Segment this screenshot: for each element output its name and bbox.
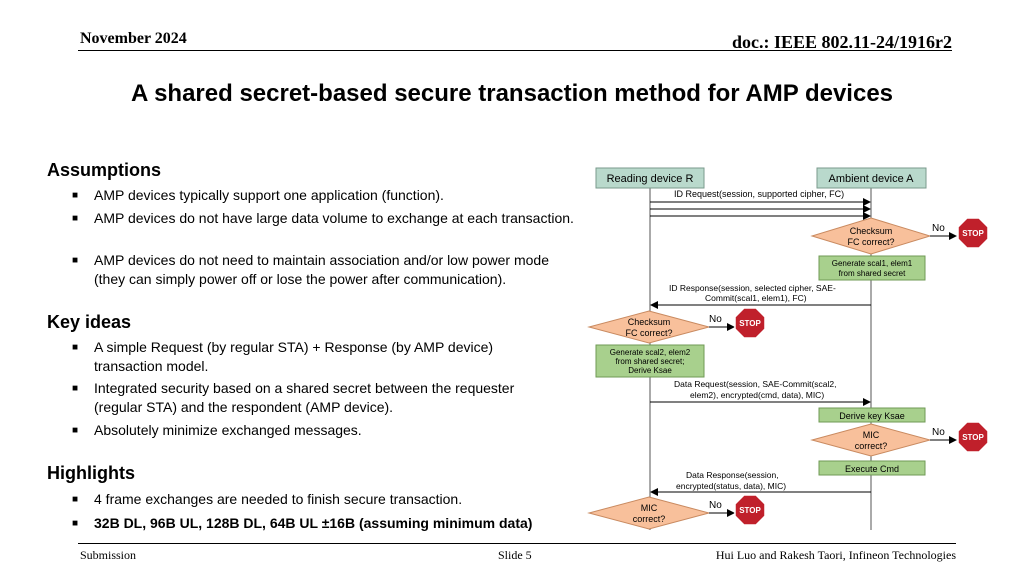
assumptions-heading: Assumptions — [47, 160, 162, 180]
data-request-label: elem2), encrypted(cmd, data), MIC) — [690, 390, 824, 400]
stop-sign-icon: STOP — [957, 217, 989, 249]
header-rule — [78, 50, 952, 51]
bullet-square-icon: ■ — [72, 342, 79, 353]
svg-text:Generate scal1, elem1: Generate scal1, elem1 — [832, 259, 913, 268]
footer-rule — [78, 543, 956, 544]
svg-text:Derive Ksae: Derive Ksae — [628, 366, 672, 375]
svg-text:Generate scal2, elem2: Generate scal2, elem2 — [610, 348, 691, 357]
svg-text:STOP: STOP — [962, 229, 984, 238]
stop-sign-icon: STOP — [734, 307, 766, 339]
data-response-label: Data Response(session, — [686, 470, 779, 480]
no-label: No — [932, 427, 945, 438]
footer-submission: Submission — [80, 548, 137, 562]
svg-text:Derive key Ksae: Derive key Ksae — [839, 411, 905, 421]
checksum-decision-reader: Checksum FC correct? — [587, 310, 711, 344]
footer-authors: Hui Luo and Rakesh Taori, Infineon Techn… — [715, 548, 956, 562]
footer-slide-number: Slide 5 — [498, 548, 532, 562]
generate-scal2-box: Generate scal2, elem2 from shared secret… — [595, 344, 705, 378]
svg-text:FC correct?: FC correct? — [625, 328, 672, 338]
svg-text:correct?: correct? — [855, 441, 888, 451]
svg-text:from shared secret: from shared secret — [839, 269, 906, 278]
svg-text:FC correct?: FC correct? — [847, 237, 894, 247]
bullet-square-icon: ■ — [72, 255, 79, 266]
no-label: No — [932, 223, 945, 234]
data-response-label: encrypted(status, data), MIC) — [676, 481, 786, 491]
ambient-device-label: Ambient device A — [829, 173, 915, 185]
bullet-square-icon: ■ — [72, 425, 79, 436]
svg-text:MIC: MIC — [863, 430, 880, 440]
stop-sign-icon: STOP — [957, 421, 989, 453]
key-ideas-heading: Key ideas — [47, 312, 132, 332]
svg-text:Checksum: Checksum — [628, 317, 671, 327]
checksum-decision-ambient: Checksum FC correct? — [810, 217, 932, 255]
derive-key-box: Derive key Ksae — [818, 407, 926, 423]
header-doc-id: doc.: IEEE 802.11-24/1916r2 — [731, 32, 952, 52]
id-response-label: Commit(scal1, elem1), FC) — [705, 293, 807, 303]
reader-device-label: Reading device R — [607, 173, 694, 185]
bullet-square-icon: ■ — [72, 518, 79, 529]
stop-sign-icon: STOP — [734, 494, 766, 526]
svg-text:from shared secret;: from shared secret; — [616, 357, 685, 366]
svg-text:correct?: correct? — [633, 514, 666, 524]
execute-cmd-box: Execute Cmd — [818, 460, 926, 476]
data-request-label: Data Request(session, SAE-Commit(scal2, — [674, 379, 837, 389]
bullet-square-icon: ■ — [72, 213, 79, 224]
svg-text:MIC: MIC — [641, 503, 658, 513]
ambient-device-box: Ambient device A — [816, 167, 927, 189]
svg-text:Execute Cmd: Execute Cmd — [845, 464, 899, 474]
svg-text:STOP: STOP — [739, 319, 761, 328]
bullet-square-icon: ■ — [72, 494, 79, 505]
reader-device-box: Reading device R — [595, 167, 705, 189]
no-label: No — [709, 314, 722, 325]
svg-text:STOP: STOP — [962, 433, 984, 442]
bullet-square-icon: ■ — [72, 190, 79, 201]
svg-text:Checksum: Checksum — [850, 226, 893, 236]
no-label: No — [709, 500, 722, 511]
svg-text:STOP: STOP — [739, 506, 761, 515]
highlights-heading: Highlights — [47, 463, 135, 483]
id-response-label: ID Response(session, selected cipher, SA… — [669, 283, 836, 293]
generate-scal1-box: Generate scal1, elem1 from shared secret — [818, 255, 926, 281]
slide-title: A shared secret-based secure transaction… — [130, 80, 894, 107]
id-request-label: ID Request(session, supported cipher, FC… — [674, 189, 844, 199]
mic-decision-reader: MIC correct? — [587, 496, 711, 530]
bullet-square-icon: ■ — [72, 383, 79, 394]
header-date: November 2024 — [80, 30, 187, 47]
mic-decision-ambient: MIC correct? — [810, 423, 932, 457]
